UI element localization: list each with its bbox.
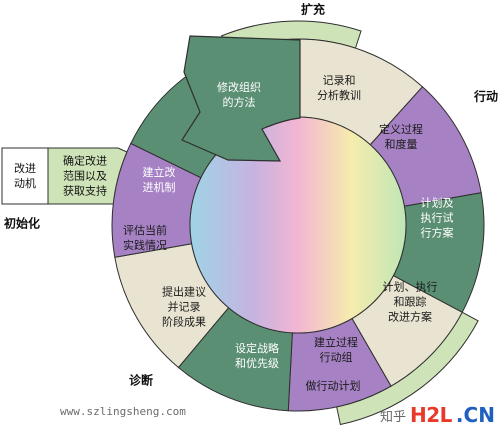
phase-label-diagnose: 诊断 — [128, 373, 154, 388]
phase-label-expand: 扩充 — [300, 2, 326, 17]
init-box-motivation — [1, 147, 49, 205]
phase-label-act: 行动 — [473, 89, 499, 104]
expand-arrow — [181, 35, 301, 162]
phase-label-initiate: 初始化 — [3, 216, 41, 231]
init-box-label-motivation: 改进 动机 — [14, 162, 36, 190]
watermark-url: www.szlingsheng.com — [60, 405, 186, 418]
init-box-label-scope-support: 确定改进 范围以及 获取支持 — [63, 154, 107, 198]
segment-revise-approach — [181, 35, 301, 162]
site-logo: 知乎 H2L .CN — [380, 400, 495, 430]
logo-brand-blue: .CN — [455, 403, 495, 427]
logo-brand-red: H2L — [410, 403, 452, 427]
logo-prefix: 知乎 — [380, 409, 407, 425]
